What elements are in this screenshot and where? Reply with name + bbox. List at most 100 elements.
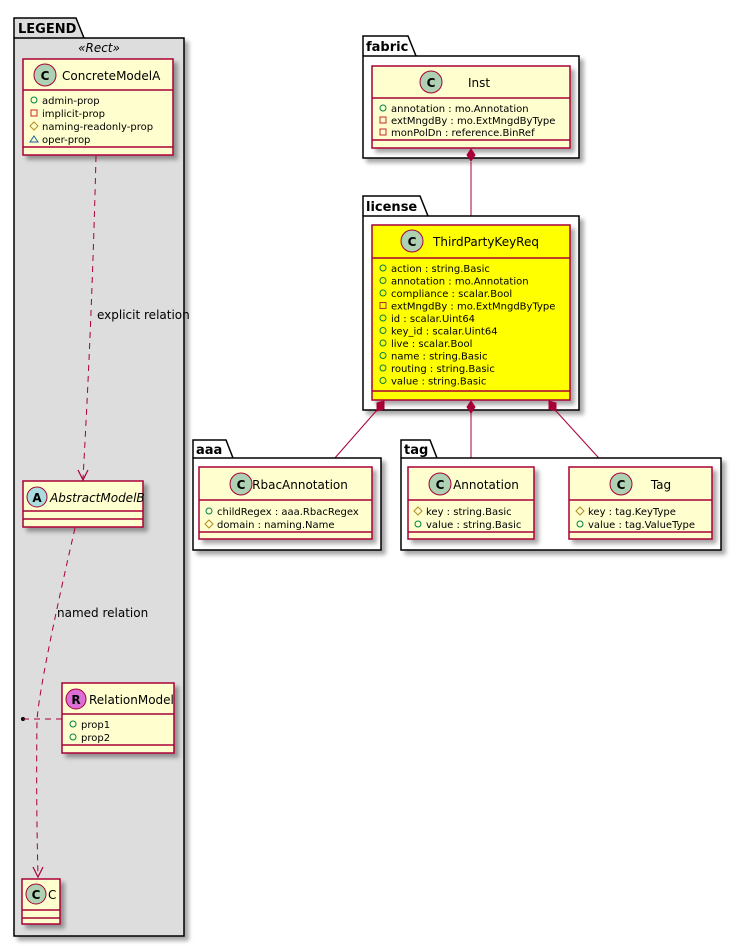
class-annotation[interactable]: C Annotation key : string.Basic value : … xyxy=(407,466,535,540)
public-icon xyxy=(379,104,387,112)
public-icon xyxy=(379,364,387,372)
class-name: RelationModel xyxy=(89,693,174,707)
relation-named: named relation xyxy=(21,527,148,879)
class-name: AbstractModelB xyxy=(49,491,145,505)
class-circle-icon xyxy=(25,883,47,905)
attribute: extMngdBy : mo.ExtMngdByType xyxy=(391,116,555,127)
public-icon xyxy=(379,277,387,284)
class-concrete-model-a[interactable]: C ConcreteModelA admin-prop implicit-pro… xyxy=(22,58,174,156)
class-circle-letter: C xyxy=(617,478,626,492)
composition-diamond-icon xyxy=(466,148,476,162)
attribute: compliance : scalar.Bool xyxy=(391,289,512,300)
relation-label: explicit relation xyxy=(97,308,190,322)
relation-circle-icon xyxy=(65,688,87,710)
attribute: live : scalar.Bool xyxy=(391,339,472,350)
public-icon xyxy=(379,377,387,384)
attribute: value : string.Basic xyxy=(391,377,486,388)
attribute: key : string.Basic xyxy=(426,507,512,518)
class-circle-icon xyxy=(400,229,424,253)
attribute: extMngdBy : mo.ExtMngdByType xyxy=(391,302,555,313)
package-tab xyxy=(13,17,85,39)
attribute: action : string.Basic xyxy=(391,264,490,275)
attribute: naming-readonly-prop xyxy=(42,122,153,133)
public-icon xyxy=(379,352,387,359)
public-icon xyxy=(379,289,387,297)
protected-icon xyxy=(204,519,214,529)
attribute: annotation : mo.Annotation xyxy=(391,104,529,115)
class-circle-icon xyxy=(609,472,633,496)
composition-diamond-icon xyxy=(376,400,385,412)
arrow-head-icon xyxy=(32,866,44,879)
relation-thirdpartykeyreq-annotation xyxy=(466,400,476,467)
class-circle-letter: A xyxy=(32,491,42,505)
package-tab xyxy=(400,439,438,459)
package-private-icon xyxy=(29,135,39,143)
class-circle-letter: C xyxy=(41,69,50,83)
relation-explicit: explicit relation xyxy=(77,155,190,482)
composition-diamond-icon xyxy=(548,400,557,412)
public-icon xyxy=(30,96,38,104)
class-abstract-model-b[interactable]: A AbstractModelB xyxy=(22,480,145,528)
public-icon xyxy=(379,339,387,347)
attribute: oper-prop xyxy=(42,135,90,146)
class-name: C xyxy=(48,888,56,902)
attribute: value : tag.ValueType xyxy=(588,520,695,531)
attribute: domain : naming.Name xyxy=(217,520,335,531)
private-icon xyxy=(379,116,387,124)
stereotype-label: «Rect» xyxy=(78,41,120,55)
protected-icon xyxy=(413,506,423,516)
attribute: annotation : mo.Annotation xyxy=(391,277,529,288)
package-tab xyxy=(362,35,417,57)
class-name: ThirdPartyKeyReq xyxy=(432,235,539,249)
class-box xyxy=(371,224,571,401)
public-icon xyxy=(379,264,387,272)
class-name: Inst xyxy=(468,76,490,90)
public-icon xyxy=(379,327,387,334)
class-rbac-annotation[interactable]: C RbacAnnotation childRegex : aaa.RbacRe… xyxy=(198,466,373,540)
class-circle-icon xyxy=(33,63,57,87)
attribute-list: action : string.Basic annotation : mo.Ann… xyxy=(379,264,555,388)
package-name: fabric xyxy=(366,40,408,55)
package-tab xyxy=(362,195,429,217)
class-tag[interactable]: C Tag key : tag.KeyType value : tag.Valu… xyxy=(568,466,713,540)
attribute: id : scalar.Uint64 xyxy=(391,314,475,325)
package-name: tag xyxy=(404,443,428,458)
private-icon xyxy=(30,109,38,117)
dependency-line xyxy=(36,527,76,877)
class-name: ConcreteModelA xyxy=(62,69,161,83)
attribute: implicit-prop xyxy=(42,109,105,120)
class-box xyxy=(407,466,535,540)
class-circle-icon xyxy=(428,472,452,496)
abstract-circle-icon xyxy=(26,486,48,508)
private-icon xyxy=(379,128,387,136)
public-icon xyxy=(69,720,77,728)
attribute: key_id : scalar.Uint64 xyxy=(391,327,498,338)
class-c[interactable]: C C xyxy=(21,878,61,925)
class-box xyxy=(198,466,373,540)
package-name: LEGEND xyxy=(18,22,77,37)
package-name: license xyxy=(366,200,417,215)
attribute: admin-prop xyxy=(42,96,100,107)
attribute: childRegex : aaa.RbacRegex xyxy=(217,507,359,518)
package-name: aaa xyxy=(196,443,222,458)
package-tab xyxy=(192,439,234,459)
class-name: Annotation xyxy=(453,478,519,492)
class-inst[interactable]: C Inst annotation : mo.Annotation extMng… xyxy=(371,65,571,149)
class-name: Tag xyxy=(650,478,671,492)
class-relation-model[interactable]: R RelationModel prop1 prop2 xyxy=(61,682,175,754)
attribute: routing : string.Basic xyxy=(391,364,495,375)
composition-diamond-icon xyxy=(466,400,476,414)
private-icon xyxy=(379,302,387,309)
class-third-party-key-req[interactable]: C ThirdPartyKeyReq action : string.Basic… xyxy=(371,224,571,401)
relation-label: named relation xyxy=(57,606,148,620)
attribute: key : tag.KeyType xyxy=(588,507,676,518)
class-box xyxy=(568,466,713,540)
public-icon xyxy=(414,520,422,528)
class-box xyxy=(371,65,571,149)
public-icon xyxy=(69,733,77,741)
attribute: prop2 xyxy=(81,733,110,744)
arrow-head-icon xyxy=(77,469,89,482)
attribute-list: admin-prop implicit-prop naming-readonly… xyxy=(29,96,153,146)
class-circle-letter: C xyxy=(436,478,445,492)
